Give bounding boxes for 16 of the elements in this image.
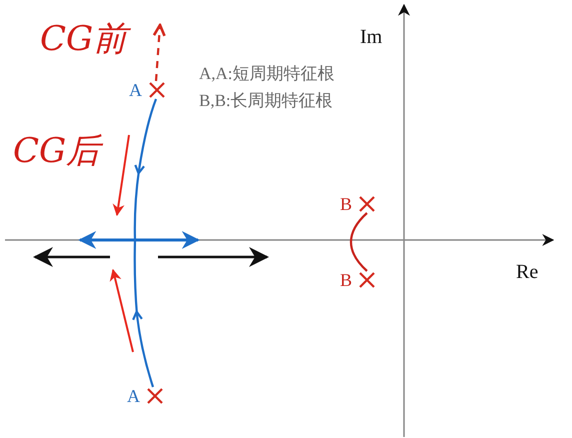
pole-label: A (129, 81, 142, 99)
pole-marker (127, 387, 164, 405)
axis-label: Im (360, 27, 382, 47)
axis-label: Re (516, 262, 538, 282)
pole-marker (340, 195, 376, 213)
legend-text: A,A:短周期特征根 (199, 65, 335, 82)
root-locus-arc (350, 212, 368, 272)
pole-label: B (340, 195, 352, 213)
root-locus-branch (134, 98, 158, 174)
root-locus-branch (132, 310, 154, 388)
pole-label: A (127, 387, 140, 405)
pole-label: B (340, 271, 352, 289)
pole-marker (129, 81, 166, 99)
dashed-arrow (152, 24, 166, 82)
legend-text: B,B:长周期特征根 (199, 92, 333, 109)
pole-marker (340, 271, 376, 289)
